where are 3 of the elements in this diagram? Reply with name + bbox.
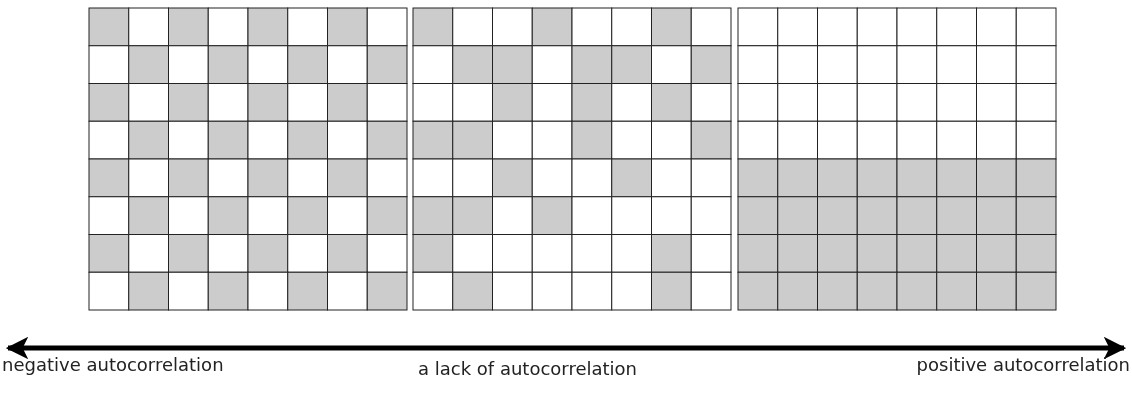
- axis-label: negative autocorrelation: [2, 354, 224, 376]
- axis-label: positive autocorrelation: [916, 354, 1130, 376]
- axis-label: a lack of autocorrelation: [418, 358, 637, 380]
